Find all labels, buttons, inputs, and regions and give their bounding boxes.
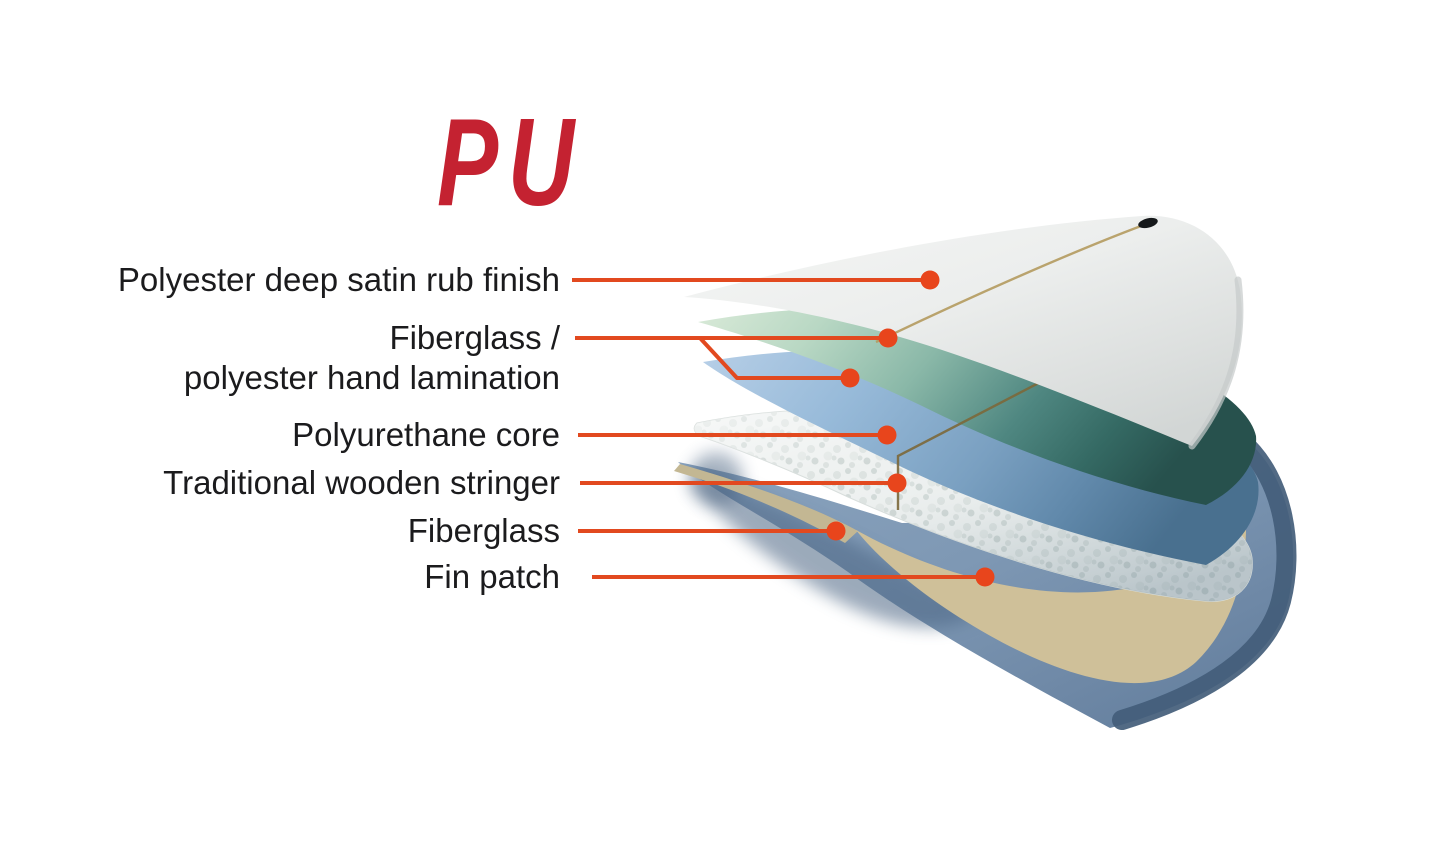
leader-dot [920,270,940,290]
label-fin-patch: Fin patch [424,557,560,597]
label-fiberglass: Fiberglass [408,511,560,551]
label-line: Polyester deep satin rub finish [117,261,560,298]
label-line: polyester hand lamination [183,359,560,396]
leader-dot [877,425,897,445]
label-line: Fin patch [424,558,560,595]
leader-wooden-stringer [580,473,907,493]
deck-rail-shading [1188,276,1244,450]
leader-polyurethane-core [578,425,897,445]
shell-shadow-under-foam [692,472,978,628]
deck-layer [684,215,1244,450]
shell-navy-rail-band [1112,432,1297,730]
leader-lines [572,270,995,587]
leader-dot [975,567,995,587]
label-wooden-stringer: Traditional wooden stringer [163,463,560,503]
label-line: Polyurethane core [292,416,560,453]
deck-stringer-line [875,224,1142,344]
label-lamination: Fiberglass / polyester hand lamination [184,318,560,398]
label-polyurethane-core: Polyurethane core [292,415,560,455]
label-line: Traditional wooden stringer [163,464,560,501]
leader-fin-patch [592,567,995,587]
callout-labels: Polyester deep satin rub finish Fibergla… [0,0,560,852]
leash-plug-icon [1138,217,1158,229]
fin-patch-area [856,460,1247,684]
label-line: Fiberglass [407,512,560,549]
leader-dot [826,521,846,541]
deck-top-shape [684,215,1242,446]
leader-dot [878,328,898,348]
leader-lamination [575,328,898,388]
label-polyester-finish: Polyester deep satin rub finish [118,260,560,300]
foam-core-shading [694,409,1253,602]
leader-fiberglass [578,521,846,541]
pu-title: PU [437,94,584,232]
leader-polyester-finish [572,270,940,290]
leader-dot [840,368,860,388]
label-line: Fiberglass / [389,319,560,356]
leader-dot [887,473,907,493]
